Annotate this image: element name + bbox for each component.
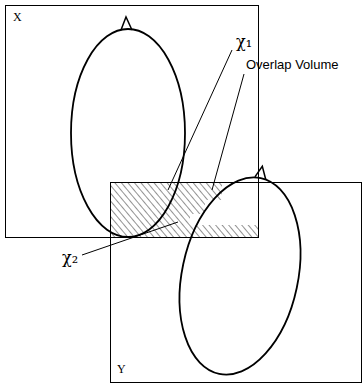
chi-label: χ₁: [236, 34, 252, 50]
nose: [121, 17, 132, 30]
leader-line: [168, 50, 232, 190]
chi-label: χ₂: [62, 250, 78, 266]
frame-label: X: [13, 11, 22, 23]
nose: [255, 165, 268, 179]
head-outline: [71, 29, 185, 237]
leader-line: [212, 74, 244, 190]
frame-box: X: [5, 5, 259, 238]
leader-line: [82, 222, 178, 255]
head-outline: [162, 166, 317, 385]
overlap-hatching: [111, 183, 258, 237]
frame-label: Y: [117, 363, 126, 375]
region-label: Overlap Volume: [246, 58, 339, 71]
frame-box: Y: [110, 182, 362, 383]
